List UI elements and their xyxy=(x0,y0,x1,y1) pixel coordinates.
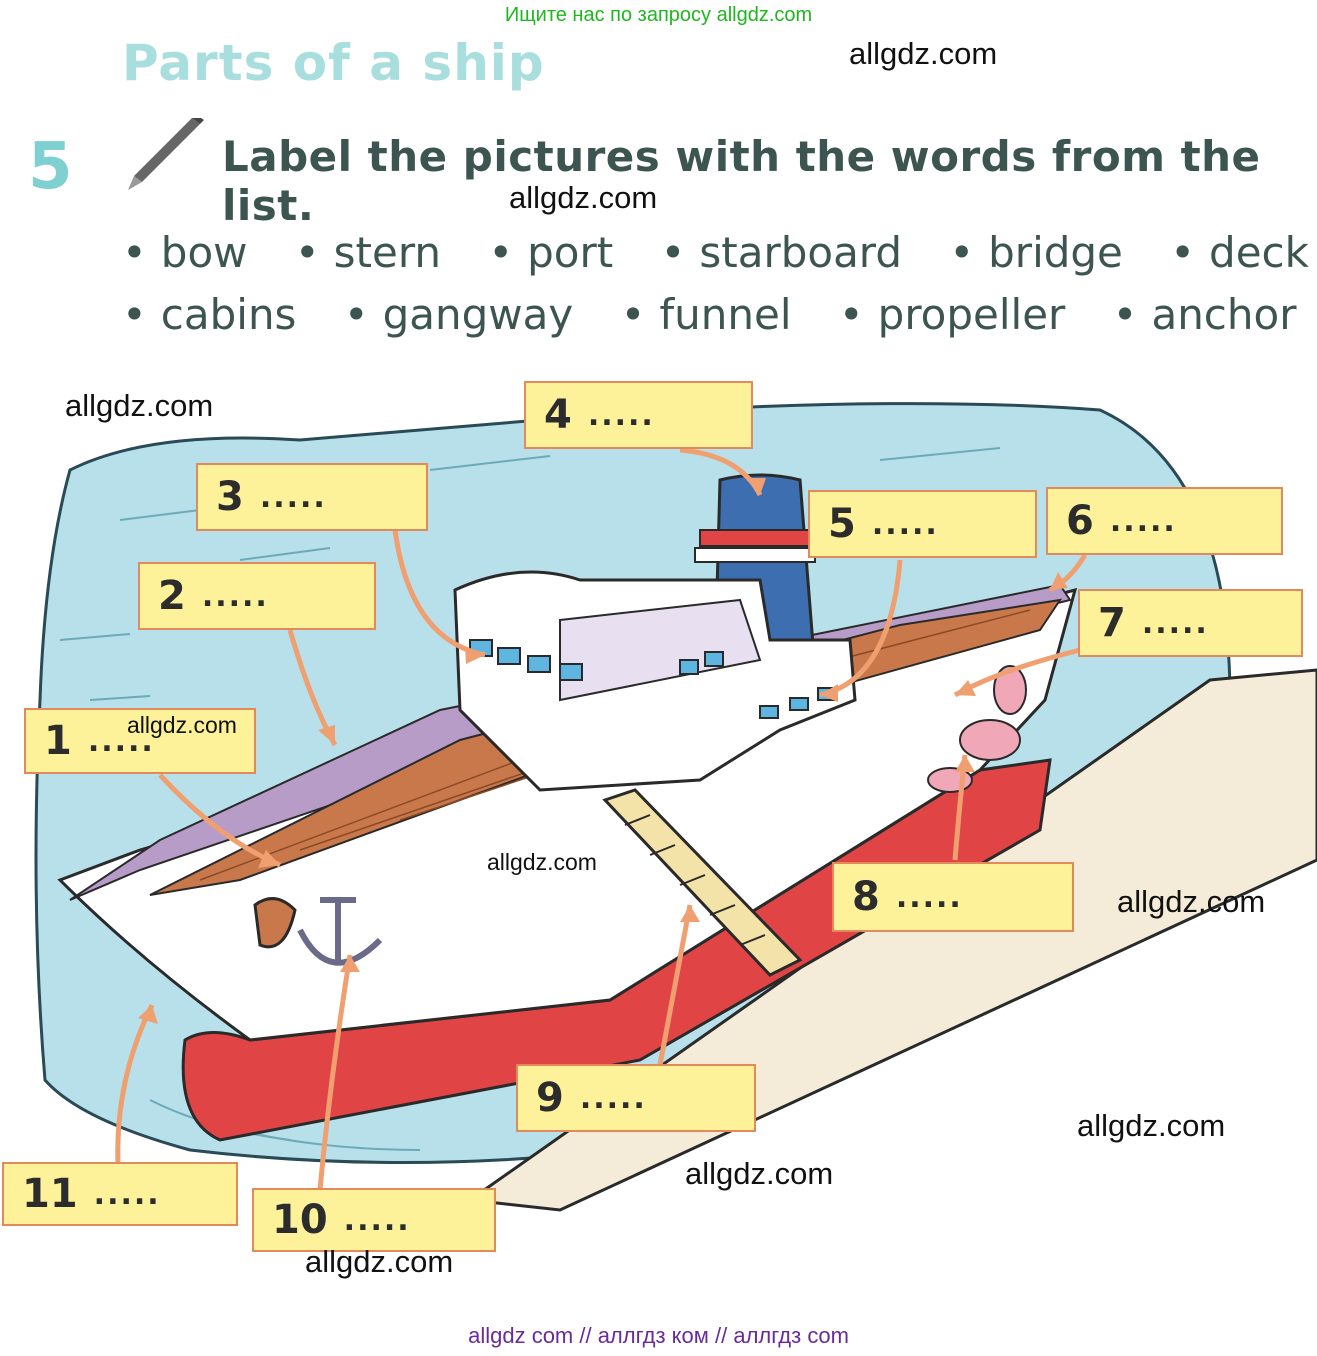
label-box-10[interactable]: 10..... xyxy=(252,1188,496,1252)
word-starboard: starboard xyxy=(699,228,902,277)
bullet-icon: • xyxy=(660,228,686,277)
word-stern: stern xyxy=(333,228,441,277)
label-number: 9 xyxy=(536,1075,564,1121)
watermark: allgdz.com xyxy=(1117,884,1266,919)
bullet-icon: • xyxy=(949,228,975,277)
bridge-windows xyxy=(469,639,837,719)
label-box-1[interactable]: 1..... xyxy=(24,708,256,774)
label-box-7[interactable]: 7..... xyxy=(1078,589,1303,657)
label-number: 10 xyxy=(272,1197,328,1243)
watermark: allgdz.com xyxy=(509,180,658,215)
footer-links: allgdz com // аллгдз ком // аллгдз com xyxy=(468,1323,849,1348)
watermark: allgdz.com xyxy=(487,849,597,875)
label-box-6[interactable]: 6..... xyxy=(1046,487,1283,555)
label-number: 2 xyxy=(158,573,186,619)
word-gangway: gangway xyxy=(382,290,574,339)
word-deck: deck xyxy=(1209,228,1309,277)
label-blank: ..... xyxy=(579,1080,647,1116)
word-bridge: bridge xyxy=(988,228,1123,277)
label-blank: ..... xyxy=(201,578,269,614)
label-blank: ..... xyxy=(1109,503,1177,539)
label-blank: ..... xyxy=(343,1202,411,1238)
label-blank: ..... xyxy=(871,506,939,542)
label-box-5[interactable]: 5..... xyxy=(808,490,1037,558)
hawse-hole xyxy=(253,897,297,949)
watermark: allgdz.com xyxy=(127,712,237,738)
label-number: 6 xyxy=(1066,498,1094,544)
word-bow: bow xyxy=(160,228,248,277)
label-number: 5 xyxy=(828,501,856,547)
label-blank: ..... xyxy=(93,1176,161,1212)
label-box-3[interactable]: 3..... xyxy=(196,463,428,531)
exercise-number: 5 xyxy=(28,130,73,204)
word-anchor: anchor xyxy=(1151,290,1297,339)
watermark: allgdz.com xyxy=(305,1244,454,1279)
bullet-icon: • xyxy=(488,228,514,277)
bullet-icon: • xyxy=(1170,228,1196,277)
arrow-heads xyxy=(138,478,1068,1024)
word-list-row-1: • bow • stern • port • starboard • bridge • de… xyxy=(122,228,1317,277)
bullet-icon: • xyxy=(838,290,864,339)
gangway xyxy=(602,788,803,977)
label-box-11[interactable]: 11..... xyxy=(2,1162,238,1226)
word-port: port xyxy=(527,228,614,277)
label-number: 4 xyxy=(544,392,572,438)
watermark: allgdz.com xyxy=(849,36,998,71)
section-title: Parts of a ship xyxy=(122,34,545,92)
propeller xyxy=(927,665,1027,793)
watermark: allgdz.com xyxy=(1077,1108,1226,1143)
exercise-instruction: Label the pictures with the words from t… xyxy=(222,132,1261,230)
label-number: 7 xyxy=(1098,600,1126,646)
word-cabins: cabins xyxy=(160,290,297,339)
label-blank: ..... xyxy=(259,479,327,515)
label-number: 11 xyxy=(22,1171,78,1217)
word-list-row-2: • cabins • gangway • funnel • propeller • anc… xyxy=(122,290,1317,339)
anchor-drawing xyxy=(297,897,383,966)
bullet-icon: • xyxy=(343,290,369,339)
label-box-9[interactable]: 9..... xyxy=(516,1064,756,1132)
label-box-8[interactable]: 8..... xyxy=(832,862,1074,932)
word-propeller: propeller xyxy=(877,290,1066,339)
label-number: 1 xyxy=(44,718,72,764)
bullet-icon: • xyxy=(620,290,646,339)
bullet-icon: • xyxy=(1112,290,1138,339)
label-blank: ..... xyxy=(87,723,155,759)
bullet-icon: • xyxy=(122,228,147,277)
hull-red xyxy=(181,758,1052,1142)
watermark: allgdz.com xyxy=(65,388,214,423)
word-funnel: funnel xyxy=(659,290,792,339)
bullet-icon: • xyxy=(294,228,320,277)
label-box-4[interactable]: 4..... xyxy=(524,381,753,449)
label-blank: ..... xyxy=(587,397,655,433)
label-number: 3 xyxy=(216,474,244,520)
pen-icon xyxy=(128,118,204,190)
watermark: allgdz.com xyxy=(685,1156,834,1191)
top-banner: Ищите нас по запросу allgdz.com xyxy=(504,4,813,26)
bullet-icon: • xyxy=(122,290,147,339)
label-number: 8 xyxy=(852,874,880,920)
label-blank: ..... xyxy=(1141,605,1209,641)
label-box-2[interactable]: 2..... xyxy=(138,562,376,630)
label-blank: ..... xyxy=(895,879,963,915)
